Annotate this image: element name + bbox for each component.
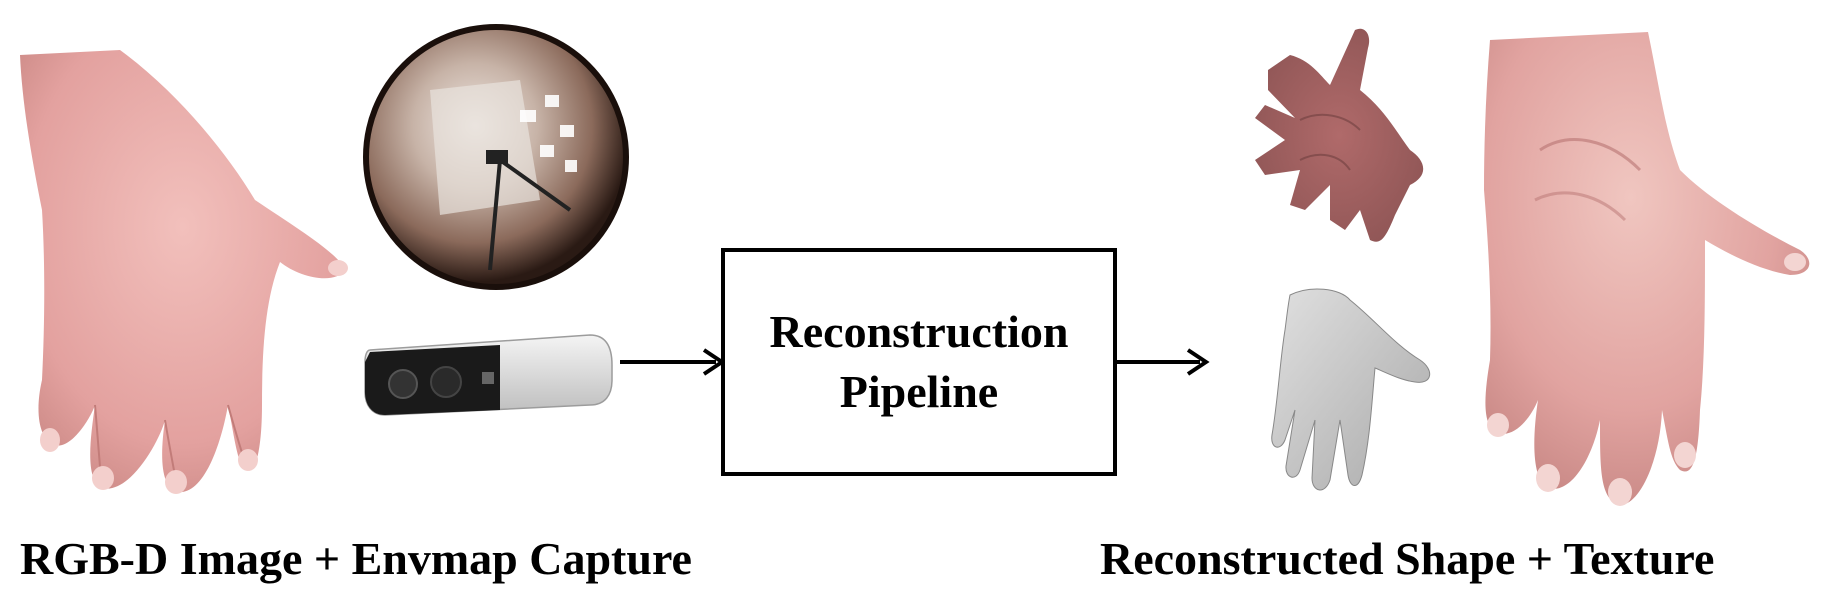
- gray-hand-mesh-icon: [1271, 288, 1430, 491]
- pipeline-label: Reconstruction Pipeline: [723, 250, 1115, 474]
- chrome-sphere-icon: [363, 24, 629, 290]
- depth-camera-icon: [364, 334, 613, 416]
- caption-input: RGB-D Image + Envmap Capture: [20, 533, 692, 584]
- textured-hand-closeup-icon: [1484, 32, 1810, 506]
- pipeline-label-line2: Pipeline: [839, 366, 999, 417]
- arrow-to-output: [1115, 348, 1210, 376]
- arrow-to-pipeline: [620, 348, 726, 376]
- caption-output: Reconstructed Shape + Texture: [1100, 533, 1715, 584]
- pipeline-label-line1: Reconstruction: [769, 306, 1069, 357]
- textured-hand-render-icon: [1255, 28, 1424, 242]
- pipeline-box: [721, 248, 1117, 476]
- hand-photo-icon: [20, 50, 348, 494]
